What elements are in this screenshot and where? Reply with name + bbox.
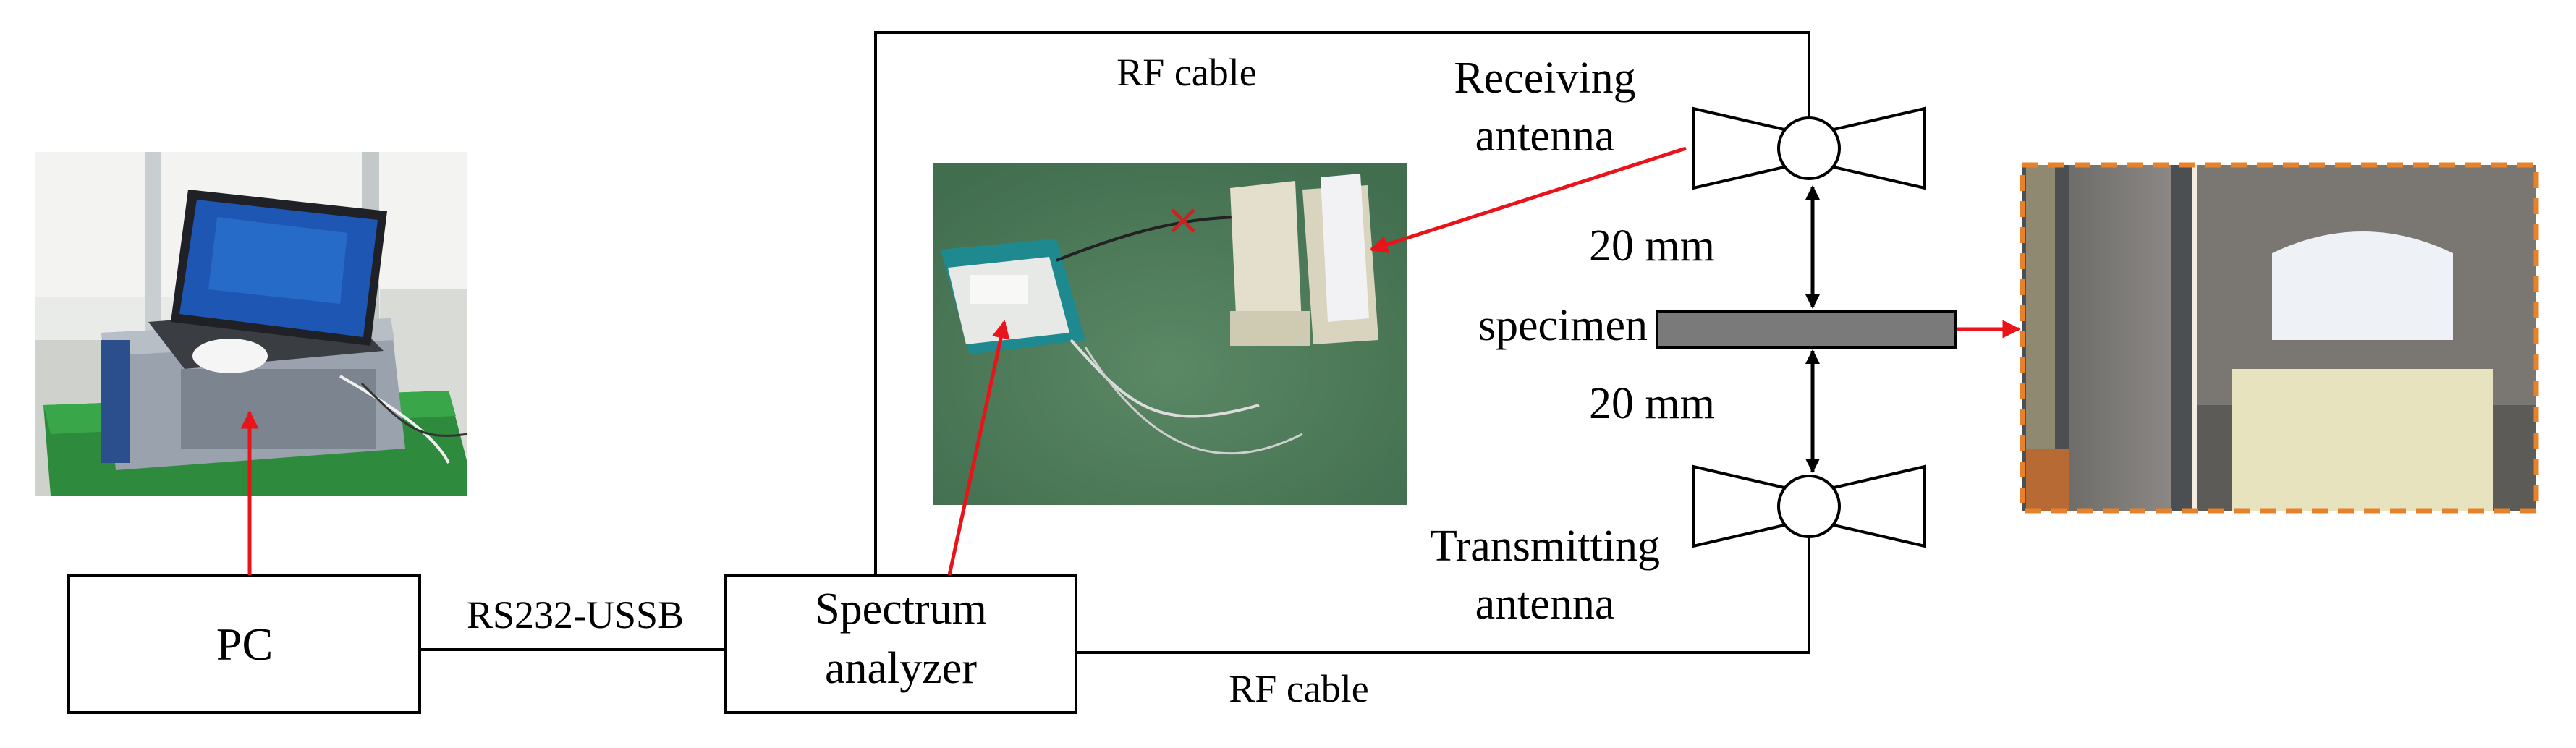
analyzer-label-line1: Spectrum	[815, 585, 987, 634]
receiving-antenna-symbol	[1692, 106, 1926, 190]
specimen-bar	[1656, 310, 1957, 349]
transmitting-antenna-symbol	[1692, 464, 1926, 548]
rf-cable-bottom-line	[1076, 535, 1810, 654]
receiving-label-line1: Receiving	[1454, 54, 1635, 103]
transmitting-label-line2: antenna	[1475, 579, 1615, 629]
rs232-label: RS232-USSB	[467, 593, 684, 637]
rf-cable-top-label: RF cable	[1117, 51, 1256, 94]
gap-bottom-label: 20 mm	[1589, 379, 1715, 428]
analyzer-label-line2: analyzer	[825, 644, 977, 693]
specimen-label: specimen	[1478, 301, 1648, 350]
pc-box	[67, 574, 421, 714]
rf-cable-bottom-label: RF cable	[1229, 667, 1368, 710]
receiving-label-line2: antenna	[1475, 111, 1615, 161]
antenna-pointer-arrow	[1369, 146, 1687, 254]
spectrum-analyzer-box	[724, 574, 1077, 714]
rf-cable-top-line	[874, 31, 1810, 575]
analyzer-pointer-arrow	[947, 320, 1010, 576]
laptop-and-analyzer-photo	[35, 152, 468, 496]
field-setup-photo	[933, 163, 1407, 505]
transmitting-label-line1: Transmitting	[1430, 522, 1660, 571]
pc-label: PC	[216, 619, 273, 670]
gap-top-label: 20 mm	[1589, 221, 1715, 271]
specimen-photo	[2020, 162, 2539, 514]
